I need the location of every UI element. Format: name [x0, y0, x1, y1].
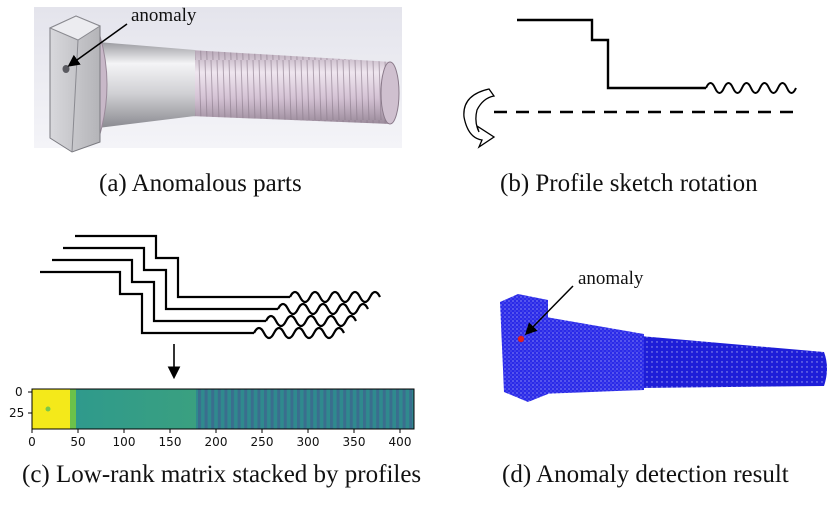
rotation-arrow-icon: [463, 88, 496, 149]
y-tick-25: 25: [9, 406, 24, 420]
point-cloud-head: [500, 294, 548, 402]
x-tick-300: 300: [297, 435, 320, 449]
point-cloud-shank: [540, 316, 644, 394]
profile-3: [52, 258, 266, 323]
profile-3-wave: [265, 314, 357, 328]
x-tick-150: 150: [159, 435, 182, 449]
anomaly-label-a: anomaly: [131, 5, 197, 26]
anomaly-arrow-a: [67, 23, 128, 67]
matrix-thread-region: [196, 389, 414, 429]
panel-a-bolt-render: anomaly: [34, 5, 402, 153]
bolt-end-face: [380, 61, 400, 125]
panel-c-stacked-profiles: 0 25 0 50 100 150 200 250 300 350 400: [9, 234, 415, 449]
y-tick-0: 0: [15, 385, 23, 399]
matrix-anomaly-spot: [45, 406, 51, 412]
panel-b-profile-sketch: [463, 18, 800, 149]
profile-1: [75, 234, 290, 299]
matrix-transition-band: [70, 389, 76, 429]
profile-stack: [40, 234, 381, 340]
x-tick-400: 400: [389, 435, 412, 449]
x-tick-200: 200: [205, 435, 228, 449]
profile-thread-wave: [705, 82, 797, 94]
bolt-shank: [98, 42, 195, 128]
caption-c: (c) Low-rank matrix stacked by profiles: [22, 461, 422, 488]
x-tick-100: 100: [113, 435, 136, 449]
profile-4-wave: [253, 326, 345, 340]
x-tick-50: 50: [70, 435, 85, 449]
low-rank-matrix-image: [31, 388, 415, 430]
profile-1-wave: [289, 290, 381, 304]
caption-b: (b) Profile sketch rotation: [500, 170, 758, 197]
anomaly-hole-marker: [62, 65, 70, 73]
anomaly-arrow-d: [524, 285, 574, 336]
x-tick-250: 250: [251, 435, 274, 449]
x-tick-0: 0: [28, 435, 36, 449]
x-tick-350: 350: [343, 435, 366, 449]
profile-step-line: [517, 18, 706, 90]
caption-d: (d) Anomaly detection result: [502, 461, 789, 488]
detected-anomaly-point: [517, 335, 525, 343]
matrix-shank-region: [76, 389, 196, 429]
profile-2-wave: [277, 302, 369, 316]
matrix-yellow-region: [32, 389, 70, 429]
x-axis-ticks: 0 50 100 150 200 250 300 350 400: [28, 429, 411, 449]
profile-2: [63, 246, 278, 311]
anomaly-label-d: anomaly: [578, 268, 644, 289]
caption-a: (a) Anomalous parts: [99, 170, 302, 197]
point-cloud-thread: [640, 336, 827, 388]
matrix-frame: [31, 388, 415, 430]
panel-d-point-cloud: anomaly: [500, 268, 827, 402]
profile-4: [40, 270, 254, 335]
